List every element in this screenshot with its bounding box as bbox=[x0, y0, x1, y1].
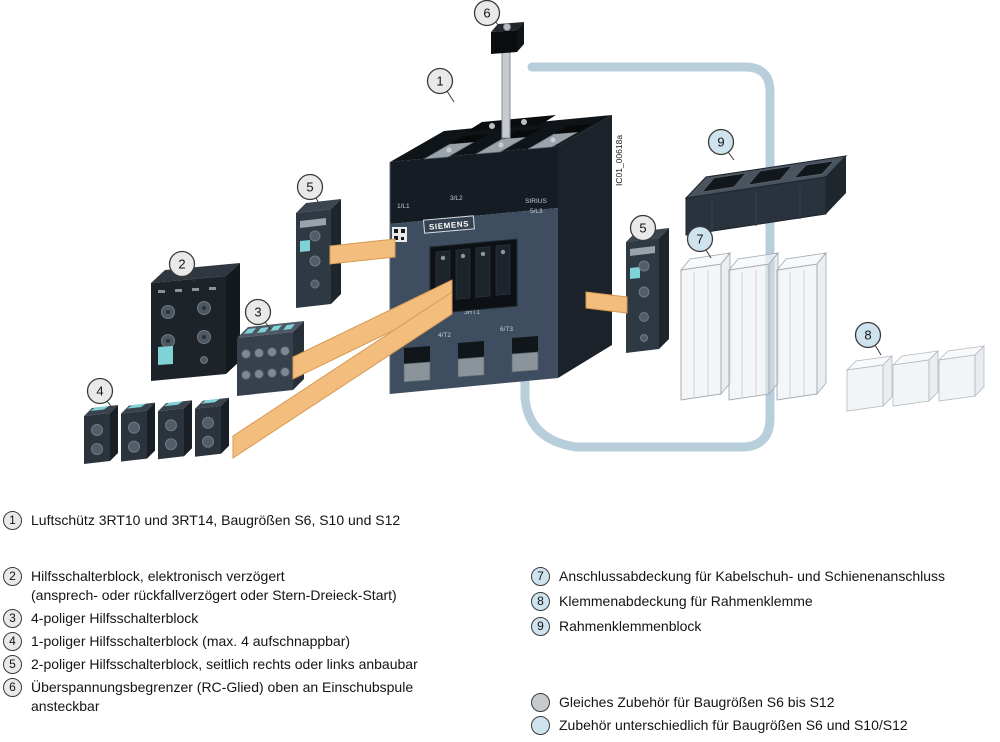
legend-item-3: 3 4-poliger Hilfsschalterblock bbox=[3, 609, 198, 628]
drawing-id-label: IC01_00618a bbox=[614, 135, 624, 186]
aux-switch-block-4pole bbox=[237, 321, 304, 396]
legend-item-9: 9 Rahmenklemmenblock bbox=[531, 617, 701, 636]
surge-suppressor bbox=[491, 22, 524, 139]
aux-switch-blocks-1pole bbox=[84, 397, 229, 464]
aux-switch-block-electronic bbox=[151, 263, 240, 381]
terminal-label-6t3: 6/T3 bbox=[500, 326, 513, 333]
qr-mark bbox=[392, 227, 407, 242]
legend-badge-6: 6 bbox=[3, 678, 22, 697]
legend-badge-7: 7 bbox=[531, 567, 550, 586]
legend-item-7: 7 Anschlussabdeckung für Kabelschuh- und… bbox=[531, 567, 945, 586]
legend-badge-8: 8 bbox=[531, 592, 550, 611]
callout-3: 3 bbox=[244, 298, 272, 331]
legend-text-3: 4-poliger Hilfsschalterblock bbox=[31, 610, 199, 626]
svg-text:6: 6 bbox=[483, 6, 490, 21]
terminal-label-1l1: 1/L1 bbox=[397, 203, 410, 210]
legend-key-different: Zubehör unterschiedlich für Baugrößen S6… bbox=[531, 716, 908, 735]
callout-2: 2 bbox=[168, 250, 196, 283]
legend-badge-1: 1 bbox=[3, 511, 22, 530]
ribbon-to-right-2pole bbox=[585, 291, 628, 314]
callout-8: 8 bbox=[854, 321, 882, 356]
terminal-label-4t2: 4/T2 bbox=[438, 332, 451, 339]
svg-text:5: 5 bbox=[306, 180, 313, 195]
svg-text:7: 7 bbox=[696, 232, 703, 247]
svg-text:3: 3 bbox=[254, 305, 261, 320]
contactor-main: SIEMENS SIRIUS 1/L1 3/L2 5/L3 4/T2 6/T3 … bbox=[389, 115, 612, 394]
series-label: SIRIUS bbox=[525, 198, 547, 205]
legend-item-4: 4 1-poliger Hilfsschalterblock (max. 4 a… bbox=[3, 632, 350, 651]
legend-key-same-text: Gleiches Zubehör für Baugrößen S6 bis S1… bbox=[559, 694, 835, 710]
legend-text-1: Luftschütz 3RT10 und 3RT14, Baugrößen S6… bbox=[31, 512, 401, 528]
terminal-label-5l3: 5/L3 bbox=[530, 208, 543, 215]
legend-badge-5: 5 bbox=[3, 655, 22, 674]
callout-9: 9 bbox=[707, 128, 735, 161]
legend-text-2-line2: (ansprech- oder rückfallverzögert oder S… bbox=[31, 587, 397, 603]
callout-6: 6 bbox=[473, 0, 502, 30]
legend-text-6-line2: ansteckbar bbox=[31, 698, 100, 714]
legend-text-8: Klemmenabdeckung für Rahmenklemme bbox=[559, 593, 813, 609]
svg-text:2: 2 bbox=[178, 257, 185, 272]
frame-terminal-covers bbox=[845, 345, 986, 412]
aux-switch-block-2pole-right bbox=[626, 228, 669, 353]
legend-text-6-line1: Überspannungsbegrenzer (RC-Glied) oben a… bbox=[31, 679, 414, 695]
legend-badge-4: 4 bbox=[3, 632, 22, 651]
svg-text:8: 8 bbox=[864, 328, 871, 343]
legend-badge-3: 3 bbox=[3, 609, 22, 628]
svg-text:1: 1 bbox=[436, 74, 443, 89]
ribbon-connectors bbox=[232, 238, 628, 459]
legend-text-7: Anschlussabdeckung für Kabelschuh- und S… bbox=[559, 568, 946, 584]
callout-7: 7 bbox=[686, 225, 714, 259]
brand-label: SIEMENS bbox=[429, 219, 470, 231]
callout-5-left: 5 bbox=[296, 173, 324, 208]
legend-text-9: Rahmenklemmenblock bbox=[559, 618, 702, 634]
legend-text-4: 1-poliger Hilfsschalterblock (max. 4 auf… bbox=[31, 633, 351, 649]
svg-text:4: 4 bbox=[96, 384, 103, 399]
callouts: 1 2 3 4 5 5 6 7 8 bbox=[86, 0, 882, 410]
legend-text-5: 2-poliger Hilfsschalterblock, seitlich r… bbox=[31, 656, 418, 672]
legend-key-blue-circle bbox=[531, 716, 550, 735]
legend-text-2-line1: Hilfsschalterblock, elektronisch verzöge… bbox=[31, 568, 285, 584]
busbar-connection-covers bbox=[680, 251, 827, 401]
ribbon-from-1pole-blocks bbox=[232, 291, 453, 459]
plug-in-rod bbox=[501, 47, 511, 139]
svg-text:5: 5 bbox=[639, 221, 646, 236]
legend-key-gray-circle bbox=[531, 693, 550, 712]
legend-item-6: 6 Überspannungsbegrenzer (RC-Glied) oben… bbox=[3, 678, 413, 716]
legend-item-8: 8 Klemmenabdeckung für Rahmenklemme bbox=[531, 592, 813, 611]
svg-text:9: 9 bbox=[717, 135, 724, 150]
terminal-label-3l2: 3/L2 bbox=[450, 195, 463, 202]
legend-key-same: Gleiches Zubehör für Baugrößen S6 bis S1… bbox=[531, 693, 835, 712]
brand-badge: SIEMENS bbox=[422, 215, 475, 234]
legend-item-2: 2 Hilfsschalterblock, elektronisch verzö… bbox=[3, 567, 397, 605]
legend-badge-2: 2 bbox=[3, 567, 22, 586]
frame-terminal-block bbox=[684, 155, 848, 236]
ribbon-from-left-2pole bbox=[329, 238, 396, 265]
callout-5-right: 5 bbox=[629, 214, 657, 244]
legend-item-5: 5 2-poliger Hilfsschalterblock, seitlich… bbox=[3, 655, 418, 674]
type-label: 3RT1 bbox=[464, 309, 480, 316]
callout-1: 1 bbox=[426, 67, 455, 103]
legend-badge-9: 9 bbox=[531, 617, 550, 636]
callout-4: 4 bbox=[86, 377, 114, 410]
legend-item-1: 1 Luftschütz 3RT10 und 3RT14, Baugrößen … bbox=[3, 511, 400, 530]
legend-key-different-text: Zubehör unterschiedlich für Baugrößen S6… bbox=[559, 717, 908, 733]
assembly-guide-tube bbox=[520, 62, 775, 452]
diagram-canvas: SIEMENS SIRIUS 1/L1 3/L2 5/L3 4/T2 6/T3 … bbox=[84, 0, 986, 464]
